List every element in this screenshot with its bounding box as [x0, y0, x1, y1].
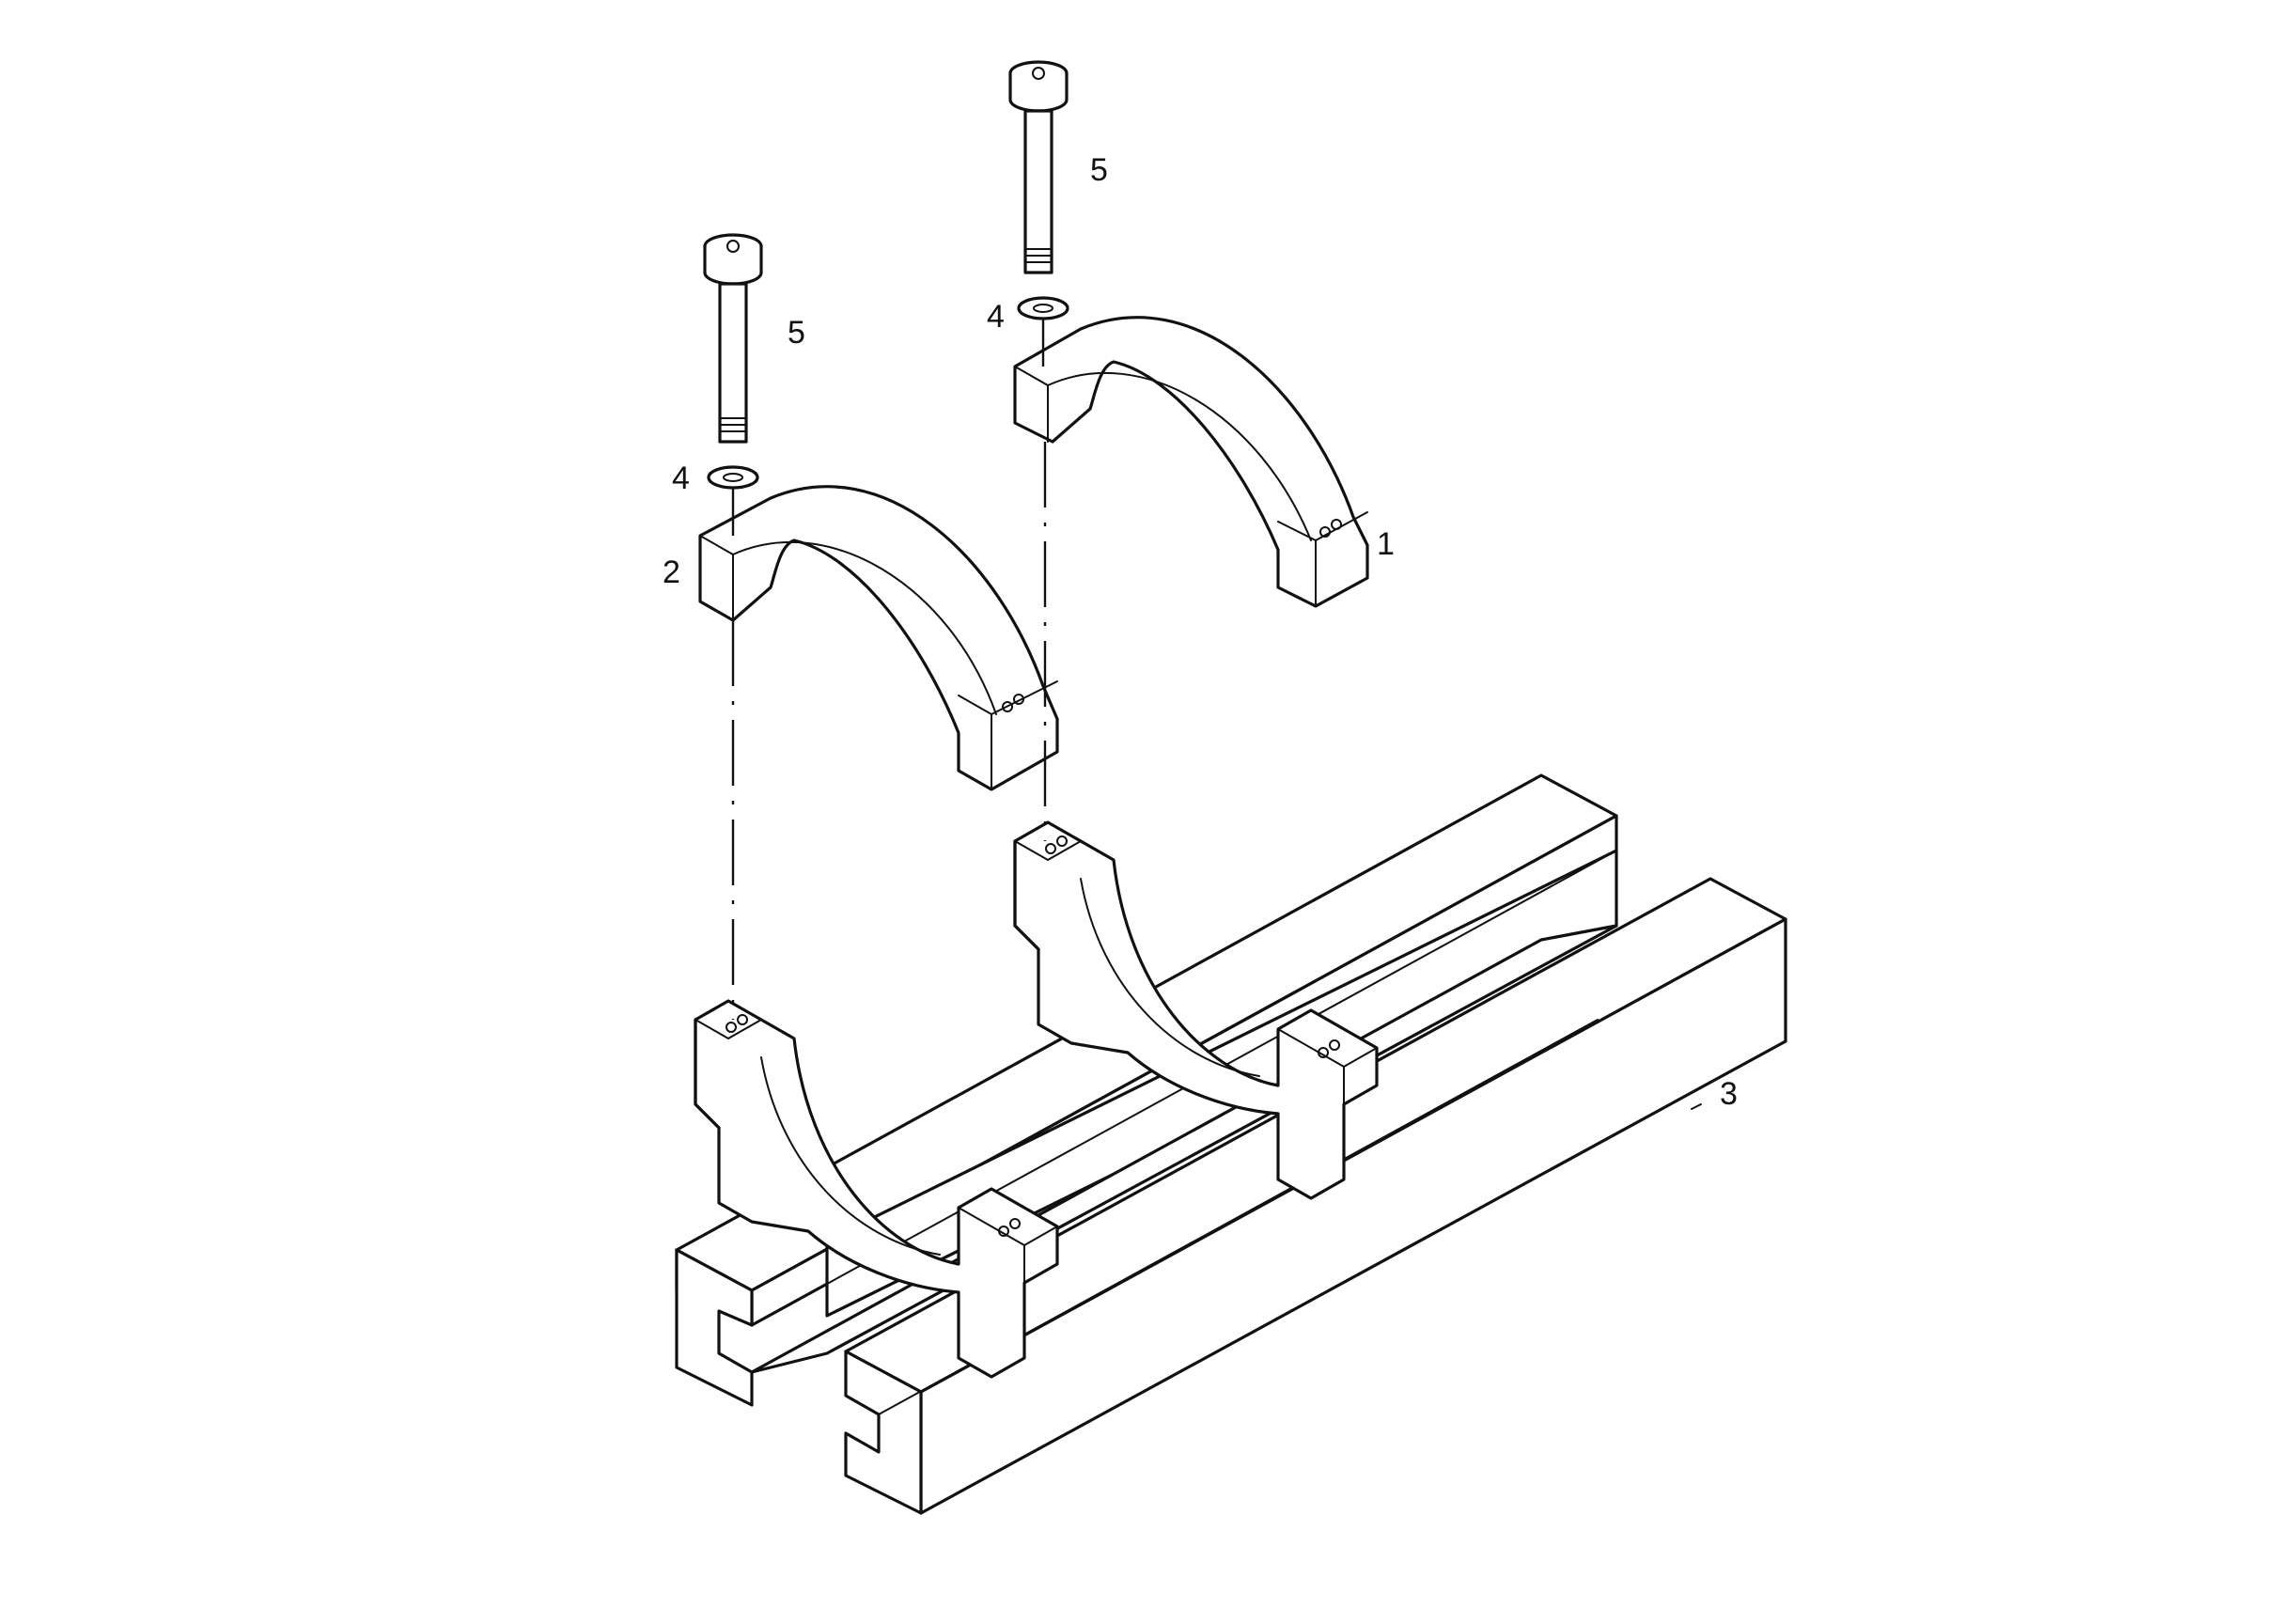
leader-3: [1691, 1103, 1702, 1110]
washer-left: [707, 465, 759, 490]
callout-2: 2: [663, 554, 680, 590]
callout-1: 1: [1377, 526, 1395, 562]
callout-4-right: 4: [987, 299, 1005, 335]
callout-4-left: 4: [672, 461, 690, 496]
callout-5-right: 5: [1090, 152, 1108, 188]
lower-saddle-left: [694, 999, 1059, 1379]
upper-cap-left: [698, 485, 1059, 791]
bolt-left: [703, 233, 763, 444]
upper-cap-right: [1013, 316, 1369, 608]
alignment-lines: [731, 320, 1047, 1020]
lower-saddle-right: [1013, 820, 1379, 1200]
callout-3: 3: [1720, 1076, 1738, 1112]
callout-5-left: 5: [788, 315, 805, 351]
washer-right: [1017, 296, 1069, 320]
bolt-right: [1008, 60, 1069, 274]
